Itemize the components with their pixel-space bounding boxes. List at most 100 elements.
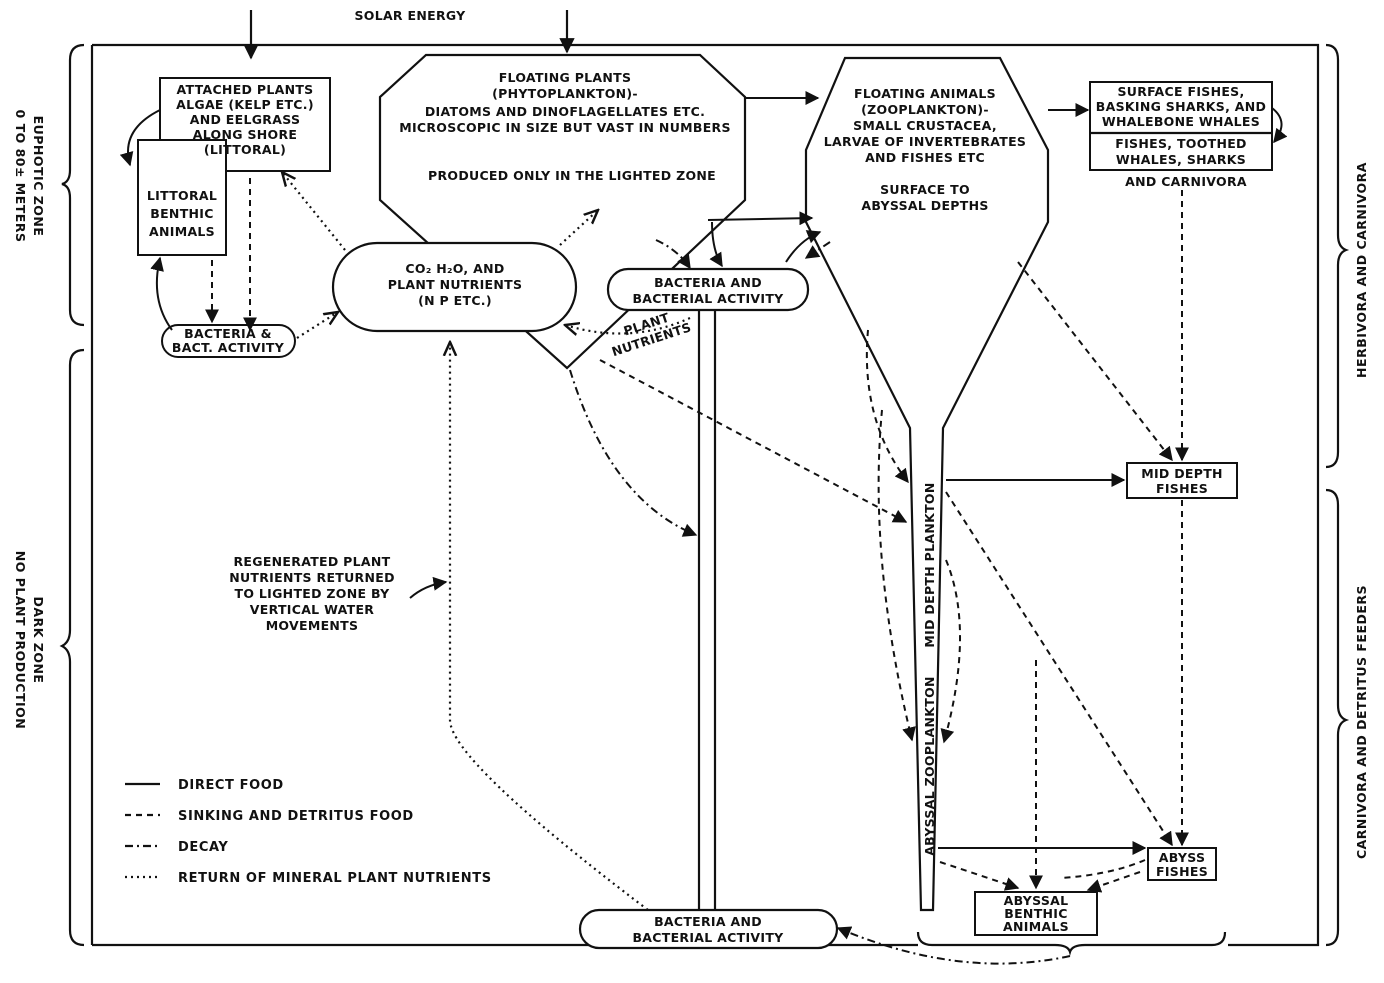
- svg-text:FISHES: FISHES: [1156, 864, 1208, 879]
- dash-plankton-curve: [940, 559, 961, 744]
- svg-text:(LITTORAL): (LITTORAL): [204, 142, 286, 157]
- svg-text:(ZOOPLANKTON)-: (ZOOPLANKTON)-: [861, 102, 989, 117]
- surface-fishes-box: [1089, 81, 1273, 171]
- attached-plants-text: ATTACHED PLANTS ALGAE (KELP ETC.) AND EE…: [176, 82, 314, 157]
- mid-depth-plankton-label: MID DEPTH PLANKTON: [922, 482, 937, 647]
- bacteria-small-pill: [161, 324, 296, 358]
- herbivora-label: HERBIVORA AND CARNIVORA: [1354, 162, 1369, 378]
- svg-text:ALONG SHORE: ALONG SHORE: [193, 127, 297, 142]
- dark-label-1: DARK ZONE: [31, 597, 46, 684]
- littoral-benthic-box: [137, 139, 227, 256]
- svg-text:VERTICAL WATER: VERTICAL WATER: [250, 602, 375, 617]
- nutrient-text: CO₂ H₂O, AND PLANT NUTRIENTS (N P ETC.): [388, 261, 523, 308]
- svg-text:ALGAE (KELP ETC.): ALGAE (KELP ETC.): [176, 97, 314, 112]
- svg-text:BACTERIAL ACTIVITY: BACTERIAL ACTIVITY: [632, 930, 784, 945]
- svg-text:SMALL CRUSTACEA,: SMALL CRUSTACEA,: [853, 118, 997, 133]
- legend-dotted-label: RETURN OF MINERAL PLANT NUTRIENTS: [178, 871, 492, 886]
- svg-text:BACTERIA AND: BACTERIA AND: [654, 275, 762, 290]
- dash-zoo-curve-2: [877, 409, 916, 742]
- mid-depth-fishes-text: MID DEPTH FISHES: [1141, 466, 1223, 496]
- dark-label-2: NO PLANT PRODUCTION: [13, 551, 28, 729]
- decay-zoo-to-bact: [804, 241, 831, 259]
- svg-text:FLOATING ANIMALS: FLOATING ANIMALS: [854, 86, 996, 101]
- dash-phyto-to-plankton: [599, 359, 908, 523]
- brace-herbivora: [1325, 43, 1350, 469]
- svg-text:MOVEMENTS: MOVEMENTS: [266, 618, 359, 633]
- svg-text:BACTERIA &: BACTERIA &: [184, 326, 272, 341]
- arrow-regenerated: [409, 576, 448, 599]
- regenerated-text: REGENERATED PLANT NUTRIENTS RETURNED TO …: [229, 554, 395, 633]
- mid-depth-fishes-box: [1126, 462, 1238, 499]
- abyssal-benthic-box: [974, 891, 1098, 936]
- bacteria-mid-text: BACTERIA AND BACTERIAL ACTIVITY: [632, 275, 784, 306]
- svg-text:DIATOMS AND DINOFLAGELLATES ET: DIATOMS AND DINOFLAGELLATES ETC.: [425, 104, 705, 119]
- svg-text:FISHES: FISHES: [1156, 481, 1208, 496]
- svg-text:WHALES, SHARKS: WHALES, SHARKS: [1116, 152, 1246, 167]
- abyss-fishes-box: [1147, 847, 1217, 881]
- dotted-bottom-up: [450, 342, 649, 911]
- svg-text:SURFACE FISHES,: SURFACE FISHES,: [1117, 84, 1244, 99]
- svg-text:MICROSCOPIC IN SIZE BUT VAST I: MICROSCOPIC IN SIZE BUT VAST IN NUMBERS: [399, 120, 731, 135]
- svg-text:ANIMALS: ANIMALS: [149, 224, 215, 239]
- decay-phyto-to-pipe: [569, 369, 698, 537]
- svg-text:WHALEBONE WHALES: WHALEBONE WHALES: [1102, 114, 1260, 129]
- svg-text:BASKING SHARKS, AND: BASKING SHARKS, AND: [1096, 99, 1266, 114]
- and-carnivora-text: AND CARNIVORA: [1125, 174, 1247, 189]
- svg-text:(N P ETC.): (N P ETC.): [418, 293, 492, 308]
- svg-text:ABYSS: ABYSS: [1159, 850, 1206, 865]
- bacteria-mid-pill: [606, 267, 810, 312]
- svg-text:AND EELGRASS: AND EELGRASS: [190, 112, 301, 127]
- svg-text:BACT. ACTIVITY: BACT. ACTIVITY: [172, 340, 285, 355]
- arrow-attached-to-littoral: [119, 109, 161, 167]
- floating-animals-text: FLOATING ANIMALS (ZOOPLANKTON)- SMALL CR…: [824, 86, 1026, 213]
- euphotic-label-2: 0 TO 80± METERS: [13, 110, 28, 243]
- arrow-fish-loop: [1271, 107, 1288, 144]
- legend: DIRECT FOOD SINKING AND DETRITUS FOOD DE…: [178, 778, 492, 886]
- legend-dashdot-label: DECAY: [178, 840, 228, 855]
- legend-dashed-label: SINKING AND DETRITUS FOOD: [178, 809, 414, 824]
- zooplankton-funnel: [804, 56, 1050, 912]
- abyssal-benthic-text: ABYSSAL BENTHIC ANIMALS: [1003, 893, 1069, 934]
- dash-plankton-to-abyssfish: [945, 491, 1173, 847]
- svg-text:MID DEPTH: MID DEPTH: [1141, 466, 1223, 481]
- arrow-bact-to-littoral: [150, 256, 173, 331]
- dash-abyssfish-to-benthic: [1086, 871, 1141, 893]
- euphotic-label-1: EUPHOTIC ZONE: [31, 116, 46, 237]
- svg-text:AND FISHES ETC: AND FISHES ETC: [865, 150, 985, 165]
- brace-detritus: [1325, 488, 1350, 947]
- svg-text:CO₂ H₂O, AND: CO₂ H₂O, AND: [405, 261, 504, 276]
- svg-text:FLOATING PLANTS: FLOATING PLANTS: [499, 70, 632, 85]
- svg-text:FISHES, TOOTHED: FISHES, TOOTHED: [1115, 136, 1246, 151]
- brace-euphotic: [61, 43, 85, 327]
- lighted-zone-text: PRODUCED ONLY IN THE LIGHTED ZONE: [428, 168, 716, 183]
- bacteria-small-text: BACTERIA & BACT. ACTIVITY: [172, 326, 285, 355]
- decay-bact-to-bact: [655, 239, 691, 270]
- svg-text:(PHYTOPLANKTON)-: (PHYTOPLANKTON)-: [492, 86, 638, 101]
- nutrient-pill: [331, 241, 578, 333]
- brace-dark: [59, 348, 85, 947]
- decay-bottom-to-bact: [836, 926, 1071, 965]
- bacteria-bottom-text: BACTERIA AND BACTERIAL ACTIVITY: [632, 914, 784, 945]
- svg-text:REGENERATED PLANT: REGENERATED PLANT: [234, 554, 391, 569]
- littoral-benthic-text: LITTORAL BENTHIC ANIMALS: [147, 188, 217, 239]
- surface-fishes-text: SURFACE FISHES, BASKING SHARKS, AND WHAL…: [1096, 84, 1266, 189]
- floating-plants-text: FLOATING PLANTS (PHYTOPLANKTON)- DIATOMS…: [399, 70, 731, 183]
- dash-plankton-to-benthic: [939, 861, 1020, 891]
- svg-text:BENTHIC: BENTHIC: [1004, 906, 1067, 921]
- arrow-bacteria-curve: [785, 230, 822, 263]
- svg-text:LITTORAL: LITTORAL: [147, 188, 217, 203]
- svg-text:NUTRIENTS RETURNED: NUTRIENTS RETURNED: [229, 570, 395, 585]
- arrow-phyto-to-bact: [709, 221, 723, 268]
- arrow-bacteria-to-zoo: [707, 211, 814, 226]
- legend-solid-label: DIRECT FOOD: [178, 778, 284, 793]
- svg-text:ABYSSAL: ABYSSAL: [1004, 893, 1069, 908]
- svg-text:LARVAE OF INVERTEBRATES: LARVAE OF INVERTEBRATES: [824, 134, 1026, 149]
- svg-text:BACTERIAL ACTIVITY: BACTERIAL ACTIVITY: [632, 291, 784, 306]
- attached-plants-box: [159, 77, 331, 172]
- dotted-nutrient-to-attached: [282, 172, 346, 251]
- svg-text:BACTERIA AND: BACTERIA AND: [654, 914, 762, 929]
- svg-text:TO LIGHTED ZONE BY: TO LIGHTED ZONE BY: [235, 586, 391, 601]
- svg-text:PLANT NUTRIENTS: PLANT NUTRIENTS: [388, 277, 523, 292]
- svg-text:ABYSSAL DEPTHS: ABYSSAL DEPTHS: [861, 198, 988, 213]
